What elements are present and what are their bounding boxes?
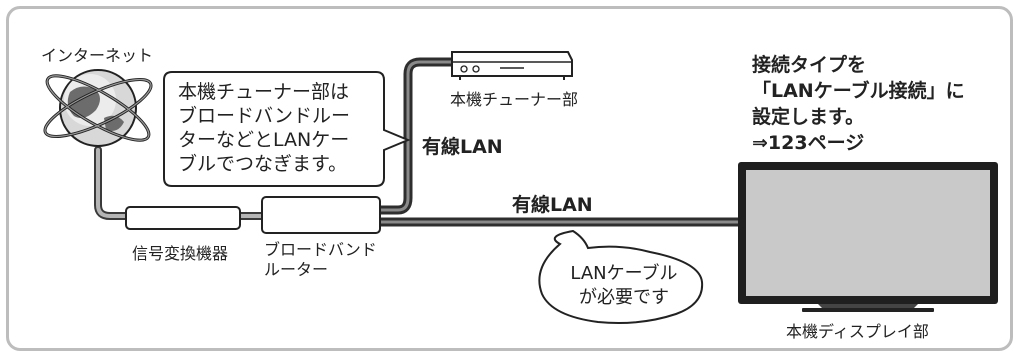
converter-label: 信号変換機器 [132, 244, 229, 263]
router-label: ブロードバンド ルーター [264, 240, 377, 280]
callout-tuner-line1: 本機チューナー部は [178, 81, 350, 103]
router-label-line2: ルーター [264, 260, 329, 279]
callout-tuner-text: 本機チューナー部は ブロードバンドルー ターなどとLANケー ブルでつなぎます。 [178, 80, 350, 176]
instruction-line3: 設定します。 [752, 106, 865, 128]
instruction-line2: 「LANケーブル接続」に [752, 80, 965, 102]
display-device [738, 162, 998, 312]
instruction-text: 接続タイプを 「LANケーブル接続」に 設定します。 ⇒123ページ [752, 52, 965, 156]
tuner-label: 本機チューナー部 [450, 90, 579, 109]
wired-lan-upper-label: 有線LAN [422, 136, 503, 158]
instruction-line1: 接続タイプを [752, 54, 867, 76]
callout-tuner-line2: ブロードバンドルー [178, 105, 350, 127]
callout-tuner-bubble [163, 71, 411, 187]
router-box [261, 196, 381, 234]
callout-tuner-line3: ターなどとLANケー [178, 129, 350, 151]
instruction-page-link[interactable]: ⇒123ページ [752, 132, 865, 154]
internet-label: インターネット [41, 46, 154, 65]
converter-box [125, 206, 241, 230]
tuner-device [451, 51, 573, 80]
display-label: 本機ディスプレイ部 [786, 322, 929, 341]
callout-cable-bubble [538, 229, 704, 324]
cable-internet [94, 146, 134, 220]
callout-tuner-line4: ブルでつなぎます。 [178, 153, 348, 175]
callout-cable-text: LANケーブル が必要です [566, 262, 682, 310]
globe-icon [43, 69, 153, 147]
callout-cable-line2: が必要です [579, 287, 669, 308]
router-label-line1: ブロードバンド [264, 240, 377, 259]
callout-cable-line1: LANケーブル [570, 263, 678, 284]
wired-lan-lower-label: 有線LAN [512, 194, 593, 216]
